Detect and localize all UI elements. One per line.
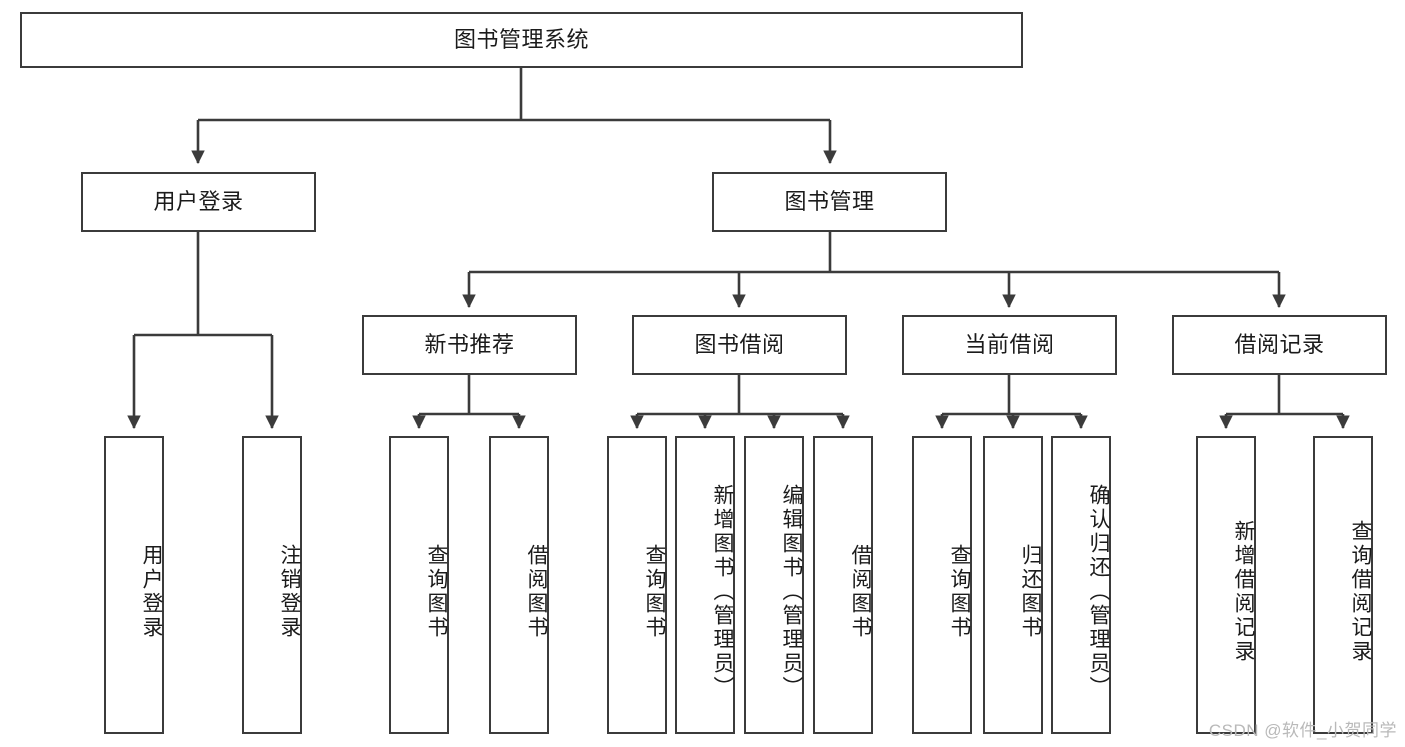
- csdn-watermark: CSDN @软件_小贺同学: [1208, 721, 1397, 740]
- node-label: 借阅图书: [525, 544, 548, 640]
- leaf-borrow-query-book[interactable]: 查询图书: [607, 436, 667, 734]
- node-label: 查询图书: [948, 544, 971, 640]
- node-label: 图书管理: [784, 188, 875, 214]
- leaf-current-return-book[interactable]: 归还图书: [983, 436, 1043, 734]
- leaf-current-confirm-return-admin[interactable]: 确认归还（管理员）: [1051, 436, 1111, 734]
- node-user-login[interactable]: 用户登录: [81, 172, 316, 232]
- leaf-borrow-edit-book-admin[interactable]: 编辑图书（管理员）: [744, 436, 804, 734]
- node-label: 查询图书: [643, 544, 666, 640]
- node-borrow-record[interactable]: 借阅记录: [1172, 315, 1387, 375]
- node-label: 新书推荐: [424, 331, 515, 357]
- node-label: 归还图书: [1019, 544, 1042, 640]
- leaf-borrow-borrow-book[interactable]: 借阅图书: [813, 436, 873, 734]
- leaf-record-add-borrow-record[interactable]: 新增借阅记录: [1196, 436, 1256, 734]
- node-label: 新增借阅记录: [1232, 520, 1255, 664]
- node-label: 当前借阅: [964, 331, 1055, 357]
- node-label: 注销登录: [278, 544, 301, 640]
- node-label: 借阅图书: [849, 544, 872, 640]
- node-label: 用户登录: [153, 188, 244, 214]
- leaf-newbook-borrow-book[interactable]: 借阅图书: [489, 436, 549, 734]
- node-label: 借阅记录: [1234, 331, 1325, 357]
- node-label: 确认归还（管理员）: [1087, 484, 1110, 700]
- leaf-newbook-query-book[interactable]: 查询图书: [389, 436, 449, 734]
- node-current-borrow[interactable]: 当前借阅: [902, 315, 1117, 375]
- leaf-user-logout[interactable]: 注销登录: [242, 436, 302, 734]
- node-label: 编辑图书（管理员）: [780, 484, 803, 700]
- node-label: 图书管理系统: [453, 26, 589, 52]
- leaf-borrow-add-book-admin[interactable]: 新增图书（管理员）: [675, 436, 735, 734]
- node-label: 查询图书: [425, 544, 448, 640]
- node-book-management[interactable]: 图书管理: [712, 172, 947, 232]
- leaf-user-login[interactable]: 用户登录: [104, 436, 164, 734]
- node-label: 用户登录: [140, 544, 163, 640]
- node-label: 图书借阅: [694, 331, 785, 357]
- node-label: 新增图书（管理员）: [711, 484, 734, 700]
- node-label: 查询借阅记录: [1349, 520, 1372, 664]
- node-root-system[interactable]: 图书管理系统: [20, 12, 1023, 68]
- leaf-current-query-book[interactable]: 查询图书: [912, 436, 972, 734]
- node-new-book-recommend[interactable]: 新书推荐: [362, 315, 577, 375]
- leaf-record-query-borrow-record[interactable]: 查询借阅记录: [1313, 436, 1373, 734]
- node-book-borrow[interactable]: 图书借阅: [632, 315, 847, 375]
